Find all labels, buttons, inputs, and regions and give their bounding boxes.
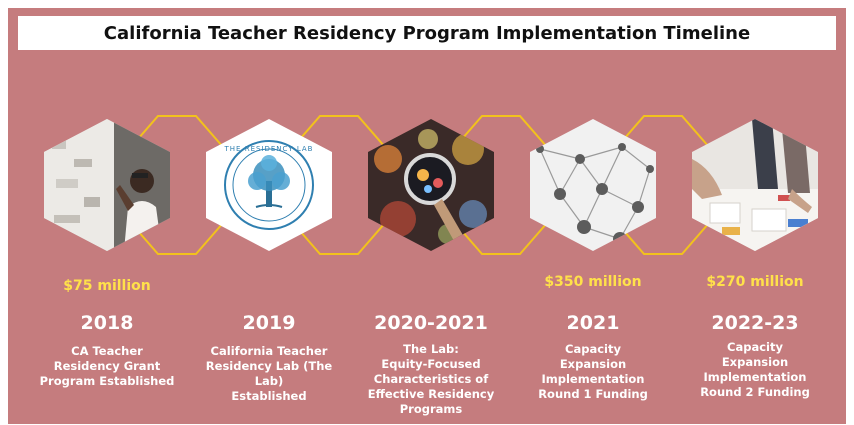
description-2022-23: Capacity Expansion Implementation Round … bbox=[680, 340, 830, 400]
title-bar: California Teacher Residency Program Imp… bbox=[18, 16, 836, 50]
description-line: Programs bbox=[399, 402, 463, 416]
description-line: Established bbox=[231, 389, 307, 403]
year-2019: 2019 bbox=[242, 312, 296, 334]
description-2020-2021: The Lab: Equity-Focused Characteristics … bbox=[356, 342, 506, 417]
logo-lettering: THE RESIDENCY LAB bbox=[224, 145, 314, 153]
description-line: Residency Lab (The Lab) bbox=[205, 359, 333, 388]
description-line: CA Teacher bbox=[71, 344, 143, 358]
year-2020-2021: 2020-2021 bbox=[374, 312, 488, 334]
description-line: The Lab: bbox=[403, 342, 459, 356]
year-2021: 2021 bbox=[566, 312, 620, 334]
description-line: Characteristics of bbox=[373, 372, 489, 386]
description-line: Capacity bbox=[565, 342, 621, 356]
hex-image-magnifying-glass bbox=[368, 119, 494, 251]
amount-2021: $350 million bbox=[544, 274, 642, 290]
timeline-canvas: California Teacher Residency Program Imp… bbox=[8, 8, 846, 424]
description-line: Expansion bbox=[559, 357, 627, 371]
amount-2018: $75 million bbox=[63, 278, 151, 294]
description-2021: Capacity Expansion Implementation Round … bbox=[518, 342, 668, 402]
hex-image-team-meeting bbox=[692, 119, 818, 251]
connector-2-3-bottom bbox=[292, 222, 386, 255]
description-line: Expansion bbox=[721, 355, 789, 369]
zigzag-connectors bbox=[130, 115, 710, 255]
connector-3-4 bbox=[454, 115, 548, 148]
connector-4-5 bbox=[616, 115, 710, 148]
year-2022-23: 2022-23 bbox=[711, 312, 799, 334]
description-2019: California Teacher Residency Lab (The La… bbox=[194, 344, 344, 404]
connector-1-2-bottom bbox=[130, 222, 224, 255]
connector-4-5-bottom bbox=[616, 222, 710, 255]
page-title: California Teacher Residency Program Imp… bbox=[103, 22, 751, 44]
description-line: Program Established bbox=[39, 374, 175, 388]
description-line: Equity-Focused bbox=[381, 357, 481, 371]
description-line: Capacity bbox=[727, 340, 783, 354]
description-line: Round 1 Funding bbox=[538, 387, 648, 401]
description-line: Residency Grant bbox=[53, 359, 161, 373]
year-2018: 2018 bbox=[80, 312, 134, 334]
description-line: Round 2 Funding bbox=[700, 385, 810, 399]
description-line: Implementation bbox=[703, 370, 807, 384]
amount-2022-23: $270 million bbox=[706, 274, 804, 290]
description-line: Implementation bbox=[541, 372, 645, 386]
connector-3-4-bottom bbox=[454, 222, 548, 255]
hex-image-residency-lab-logo: THE RESIDENCY LAB bbox=[206, 119, 332, 251]
description-2018: CA Teacher Residency Grant Program Estab… bbox=[32, 344, 182, 389]
description-line: Effective Residency bbox=[367, 387, 495, 401]
description-line: California Teacher bbox=[210, 344, 328, 358]
connector-2-3 bbox=[292, 115, 386, 148]
connector-1-2 bbox=[130, 115, 224, 148]
